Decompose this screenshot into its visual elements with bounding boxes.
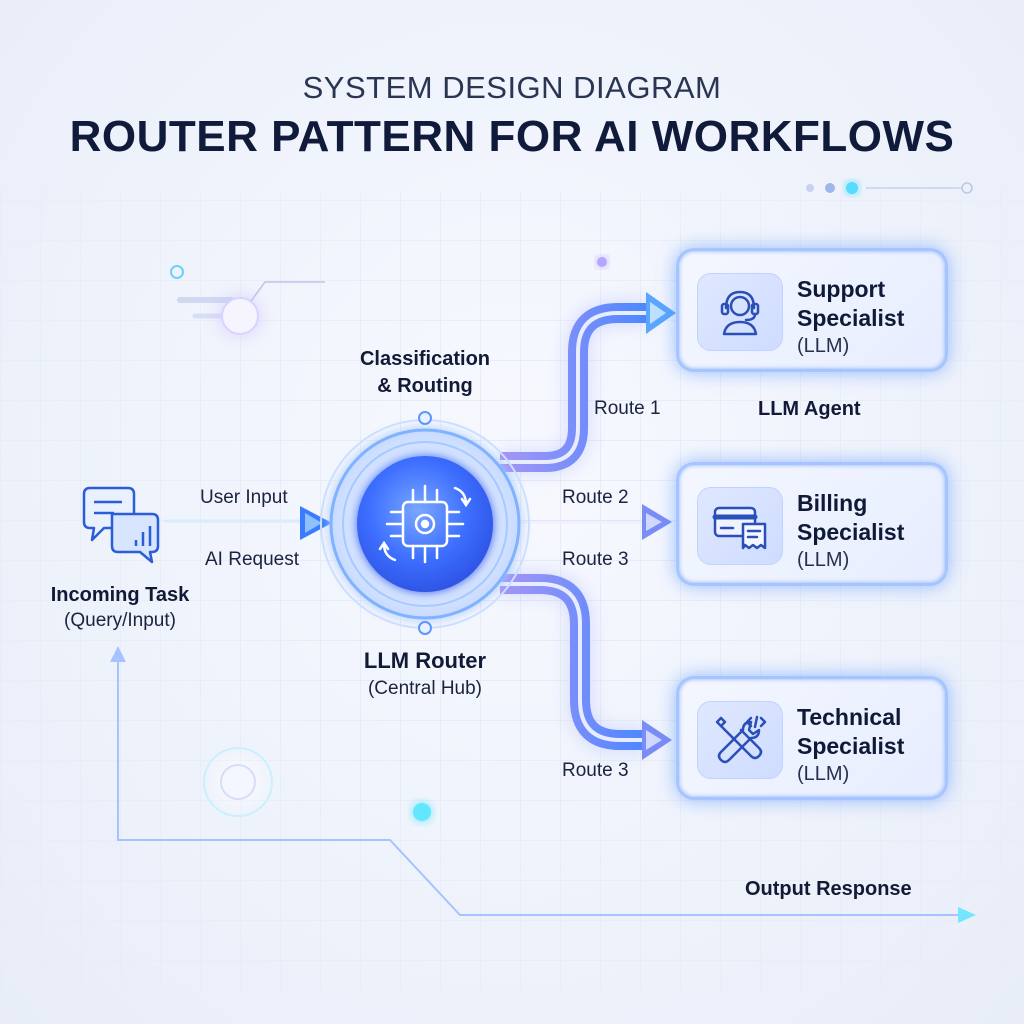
decorative-dots — [170, 182, 973, 821]
billing-sublabel: (LLM) — [797, 549, 850, 571]
incoming-task-label: Incoming Task — [50, 584, 190, 606]
router-label: LLM Router — [363, 648, 487, 673]
output-response-label: Output Response — [745, 878, 912, 900]
technical-title-line2: Specialist — [797, 733, 905, 759]
user-input-label: User Input — [200, 487, 288, 508]
billing-specialist-card: Billing Specialist (LLM) — [676, 462, 948, 586]
llm-agent-label: LLM Agent — [758, 398, 861, 420]
ai-request-label: AI Request — [205, 549, 299, 570]
headset-support-icon — [697, 273, 783, 351]
chat-bubbles-icon — [82, 486, 160, 564]
support-title: Support Specialist — [797, 275, 947, 333]
technical-specialist-card: Technical Specialist (LLM) — [676, 676, 948, 800]
route-2-connector — [510, 504, 672, 540]
diagram-subtitle: SYSTEM DESIGN DIAGRAM — [302, 70, 722, 105]
wrench-screwdriver-code-icon — [697, 701, 783, 779]
billing-title: Billing Specialist — [797, 489, 947, 547]
billing-title-line2: Specialist — [797, 519, 905, 545]
incoming-task-sublabel: (Query/Input) — [64, 610, 176, 631]
technical-title: Technical Specialist — [797, 703, 947, 761]
cpu-chip-icon — [378, 484, 472, 564]
billing-title-line1: Billing — [797, 490, 868, 516]
router-sublabel: (Central Hub) — [367, 678, 483, 699]
support-title-line2: Specialist — [797, 305, 905, 331]
route-2-label: Route 2 — [562, 487, 629, 508]
credit-card-receipt-icon — [697, 487, 783, 565]
technical-sublabel: (LLM) — [797, 763, 850, 785]
classification-label-line1: Classification — [359, 348, 491, 370]
route-3-connector — [500, 571, 672, 760]
route-1-label: Route 1 — [594, 398, 661, 419]
input-arrow — [151, 506, 332, 540]
route-3-label-lower: Route 3 — [562, 760, 629, 781]
diagram-title: ROUTER PATTERN FOR AI WORKFLOWS — [69, 112, 955, 161]
output-connector — [110, 646, 976, 923]
route-3-label-upper: Route 3 — [562, 549, 629, 570]
route-1-connector — [500, 292, 676, 475]
support-sublabel: (LLM) — [797, 335, 850, 357]
support-specialist-card: Support Specialist (LLM) — [676, 248, 948, 372]
support-title-line1: Support — [797, 276, 886, 302]
classification-label-line2: & Routing — [377, 375, 473, 397]
technical-title-line1: Technical — [797, 704, 902, 730]
